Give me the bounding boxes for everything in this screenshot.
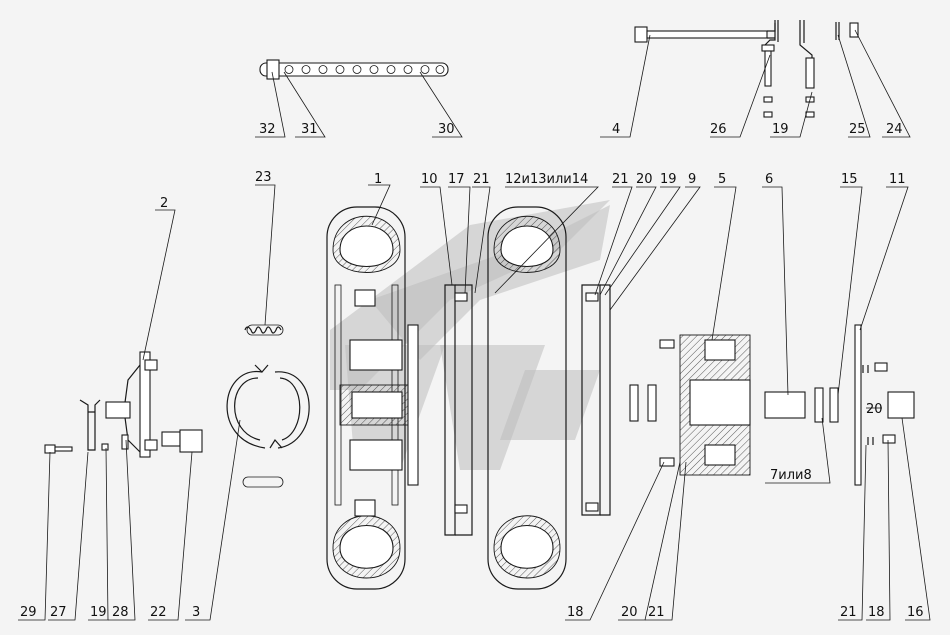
label-30: 30 [438,122,455,137]
label-1: 1 [374,172,382,187]
label-20-a: 20 [636,172,653,187]
sprocket-11 [854,324,915,486]
label-26: 26 [710,122,727,137]
chain-30 [259,59,449,80]
label-19-mid: 19 [660,172,677,187]
label-21-c: 21 [648,605,665,620]
label-4: 4 [612,122,620,137]
spacer-6 [764,387,839,423]
label-20-c: 20 [621,605,638,620]
label-27: 27 [50,605,67,620]
label-15: 15 [841,172,858,187]
label-2: 2 [160,196,168,211]
label-17: 17 [448,172,465,187]
spring-23 [242,324,284,488]
part-labels: 32 31 30 4 26 19 25 24 23 1 10 17 21 12и… [20,122,924,620]
label-9: 9 [688,172,696,187]
label-29: 29 [20,605,37,620]
label-21-a: 21 [473,172,490,187]
leader-lines [18,29,931,621]
label-18-b: 18 [868,605,885,620]
label-21-d: 21 [840,605,857,620]
label-28: 28 [112,605,129,620]
label-16: 16 [907,605,924,620]
label-20-b: 20 [866,402,883,417]
label-22: 22 [150,605,167,620]
label-18-a: 18 [567,605,584,620]
label-7-8: 7или8 [770,468,812,483]
brake-shoes-3 [226,364,310,449]
label-31: 31 [301,122,318,137]
pins-group [761,20,859,118]
label-6: 6 [765,172,773,187]
label-10: 10 [421,172,438,187]
label-5: 5 [718,172,726,187]
brake-plate-2 [44,351,203,458]
label-25: 25 [849,122,866,137]
tire-1 [326,206,419,590]
label-23: 23 [255,170,272,185]
label-21-b: 21 [612,172,629,187]
label-19-bottom: 19 [90,605,107,620]
label-12-13-14: 12и13или14 [505,172,588,187]
label-3: 3 [192,605,200,620]
label-19-top: 19 [772,122,789,137]
label-32: 32 [259,122,276,137]
hub-5 [629,334,751,476]
axle-4 [634,23,776,43]
label-24: 24 [886,122,903,137]
label-11: 11 [889,172,906,187]
tire-12 [487,206,567,590]
